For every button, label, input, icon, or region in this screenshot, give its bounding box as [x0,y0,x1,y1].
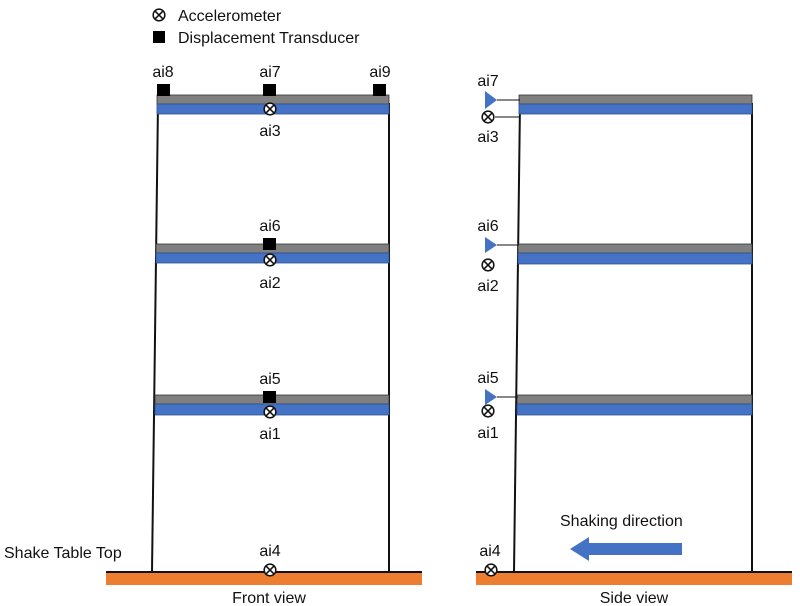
side-floor2-blue-slab [517,252,753,265]
front-view: ai8 ai7 ai9 ai3 ai6 ai2 ai5 ai1 ai4 Shak… [4,64,422,606]
side-ai7-transducer-triangle [485,91,497,109]
front-ai9-transducer [373,84,386,96]
legend-displacement-transducer-label: Displacement Transducer [178,30,360,47]
front-ai6-transducer [263,238,276,250]
front-ai3-accelerometer-icon [263,102,277,116]
front-ai8-transducer [157,84,170,96]
shake-table-top-label: Shake Table Top [4,545,122,562]
side-ai6-label: ai6 [477,218,498,235]
front-shake-table [106,572,422,585]
front-ai9-label: ai9 [369,64,390,81]
displacement-transducer-legend-icon [153,31,165,43]
front-ai8-label: ai8 [152,64,173,81]
front-ai4-accelerometer-icon [263,563,277,577]
front-ai6-label: ai6 [259,218,280,235]
legend-accelerometer-label: Accelerometer [178,8,282,25]
side-ai5-label: ai5 [477,370,498,387]
side-ai1-label: ai1 [477,425,498,442]
side-ai5-transducer-triangle [485,389,497,405]
front-floor3-gray-slab [156,94,390,105]
side-floor3-gray-slab [518,94,753,105]
side-shake-table [476,572,792,585]
side-view-caption: Side view [600,590,669,606]
front-ai2-label: ai2 [259,275,280,292]
side-ai2-label: ai2 [477,278,498,295]
side-floor1-gray-slab [516,394,753,405]
front-ai2-accelerometer-icon [263,253,277,267]
side-ai3-label: ai3 [477,129,498,146]
shaking-direction-arrow [570,537,682,561]
front-ai5-label: ai5 [259,371,280,388]
side-floor1-blue-slab [516,403,753,416]
side-floor2-gray-slab [517,243,753,254]
front-ai7-label: ai7 [259,64,280,81]
accelerometer-legend-icon [152,8,166,22]
legend: Accelerometer Displacement Transducer [152,8,360,47]
front-left-column [151,102,159,573]
side-floor3-blue-slab [518,103,753,115]
front-ai4-label: ai4 [259,543,280,560]
side-ai6-transducer-triangle [485,237,497,253]
shaking-direction-label: Shaking direction [560,513,683,530]
side-ai2-accelerometer-icon [481,258,495,272]
front-ai7-transducer [263,84,276,96]
front-ai1-accelerometer-icon [263,405,277,419]
front-ai5-transducer [263,391,276,403]
side-left-column [513,102,521,573]
side-ai1-accelerometer-icon [481,404,495,418]
side-ai7-label: ai7 [477,73,498,90]
side-ai3-accelerometer-icon [481,110,495,124]
side-ai4-label: ai4 [479,543,500,560]
front-ai1-label: ai1 [259,426,280,443]
side-view: ai7 ai3 ai6 ai2 ai5 ai1 ai4 Shaking dire… [476,73,792,606]
front-ai3-label: ai3 [259,123,280,140]
side-ai4-accelerometer-icon [484,563,498,577]
front-view-caption: Front view [232,590,306,606]
